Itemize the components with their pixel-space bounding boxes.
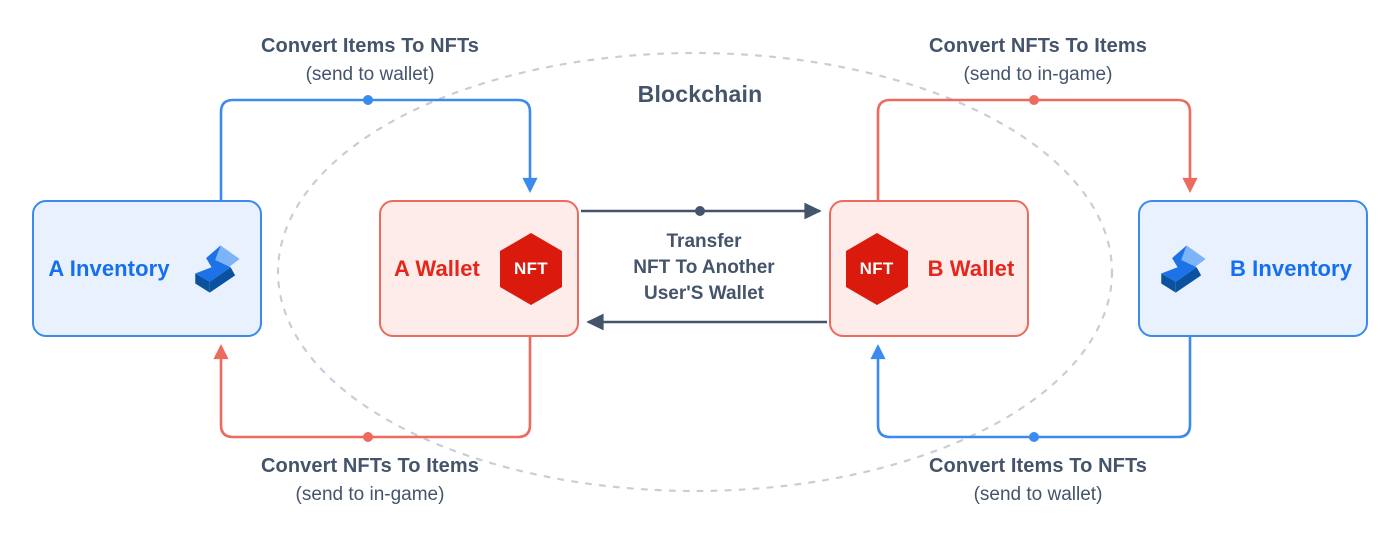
flow-label-bottom-left-title: Convert NFTs To Items: [260, 455, 480, 477]
flow-label-top-right: Convert NFTs To Items (send to in-game): [913, 34, 1163, 87]
node-b-inventory[interactable]: B Inventory: [1138, 200, 1368, 337]
transfer-label-line-3: User'S Wallet: [644, 282, 764, 304]
node-a-inventory[interactable]: A Inventory: [32, 200, 262, 337]
node-b-wallet-label: B Wallet: [927, 255, 1015, 281]
transfer-label-line-2: NFT To Another: [633, 256, 775, 278]
flow-path-convert-nfts-to-items-b: [876, 95, 1198, 200]
node-a-inventory-label: A Inventory: [48, 255, 170, 281]
flow-label-bottom-right-title: Convert Items To NFTs: [928, 455, 1148, 477]
flow-label-top-right-sub: (send to in-game): [963, 63, 1113, 85]
transfer-arrow-a-to-b: [581, 202, 822, 220]
flow-label-bottom-left: Convert NFTs To Items (send to in-game): [245, 454, 495, 507]
node-b-inventory-label: B Inventory: [1229, 255, 1353, 281]
hexagon-shape: [499, 232, 562, 305]
node-a-wallet[interactable]: A Wallet NFT: [379, 200, 579, 337]
inventory-bolt-icon: [1161, 244, 1206, 293]
flow-path-convert-items-to-nfts-b: [870, 337, 1192, 442]
inventory-bolt-icon: [194, 244, 240, 293]
flow-label-top-right-title: Convert NFTs To Items: [928, 35, 1148, 57]
node-a-wallet-label: A Wallet: [394, 255, 480, 281]
flow-label-bottom-right-sub: (send to wallet): [973, 483, 1103, 505]
flow-label-top-left-title: Convert Items To NFTs: [260, 35, 480, 57]
nft-hexagon-icon: NFT: [498, 232, 564, 306]
nft-badge-text: NFT: [859, 258, 894, 278]
nft-badge-text: NFT: [514, 258, 548, 278]
hexagon-shape: [845, 232, 908, 305]
flow-label-top-left: Convert Items To NFTs (send to wallet): [245, 34, 495, 87]
nft-hexagon-icon: NFT: [844, 232, 910, 306]
flow-path-convert-items-to-nfts-a: [219, 95, 538, 200]
flow-path-convert-nfts-to-items-a: [213, 337, 532, 442]
transfer-label: Transfer NFT To Another User'S Wallet: [589, 229, 819, 306]
node-b-wallet[interactable]: NFT B Wallet: [829, 200, 1029, 337]
flow-label-bottom-right: Convert Items To NFTs (send to wallet): [913, 454, 1163, 507]
blockchain-label: Blockchain: [637, 81, 763, 107]
flow-label-top-left-sub: (send to wallet): [305, 63, 435, 85]
transfer-label-line-1: Transfer: [666, 231, 742, 252]
flow-label-bottom-left-sub: (send to in-game): [295, 483, 445, 505]
